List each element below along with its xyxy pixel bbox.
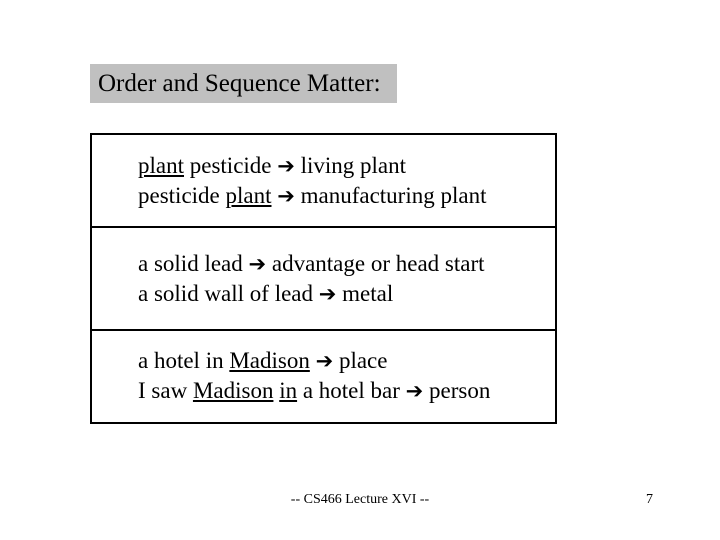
arrow-right-icon: ➔ — [277, 183, 295, 208]
text-segment: in — [279, 378, 298, 404]
text-segment: a solid wall of lead — [138, 280, 319, 306]
text-segment: metal — [336, 280, 394, 306]
example-line: a solid lead ➔ advantage or head start — [138, 249, 555, 279]
text-segment: place — [333, 348, 388, 374]
text-segment: plant — [138, 152, 184, 178]
text-segment: plant — [225, 182, 272, 208]
text-segment: living plant — [294, 152, 407, 178]
footer-text: -- CS466 Lecture XVI -- — [290, 492, 430, 507]
page-number: 7 — [646, 492, 653, 507]
text-segment: Madison — [229, 348, 310, 374]
text-segment: a hotel in — [138, 348, 230, 374]
text-segment: manufacturing plant — [294, 182, 487, 208]
arrow-right-icon: ➔ — [248, 251, 267, 276]
example-line: pesticide plant ➔ manufacturing plant — [138, 181, 555, 211]
text-segment: pesticide — [184, 152, 278, 178]
arrow-right-icon: ➔ — [405, 379, 424, 404]
slide-title-text: Order and Sequence Matter: — [98, 69, 381, 97]
text-segment: a solid lead — [138, 250, 249, 276]
arrow-right-icon: ➔ — [315, 349, 334, 374]
text-segment: I saw — [138, 378, 193, 404]
text-segment: a hotel bar — [297, 378, 406, 404]
text-segment: advantage or head start — [266, 250, 485, 276]
arrow-right-icon: ➔ — [318, 281, 337, 306]
text-segment: Madison — [192, 378, 274, 404]
example-line: a solid wall of lead ➔ metal — [138, 279, 555, 309]
text-segment: person — [423, 378, 491, 404]
example-line: a hotel in Madison ➔ place — [138, 346, 555, 376]
slide-title: Order and Sequence Matter: — [90, 64, 397, 103]
arrow-right-icon: ➔ — [277, 153, 295, 178]
text-segment: pesticide — [138, 182, 226, 208]
example-line: plant pesticide ➔ living plant — [138, 151, 555, 181]
example-line: I saw Madison in a hotel bar ➔ person — [138, 376, 555, 406]
